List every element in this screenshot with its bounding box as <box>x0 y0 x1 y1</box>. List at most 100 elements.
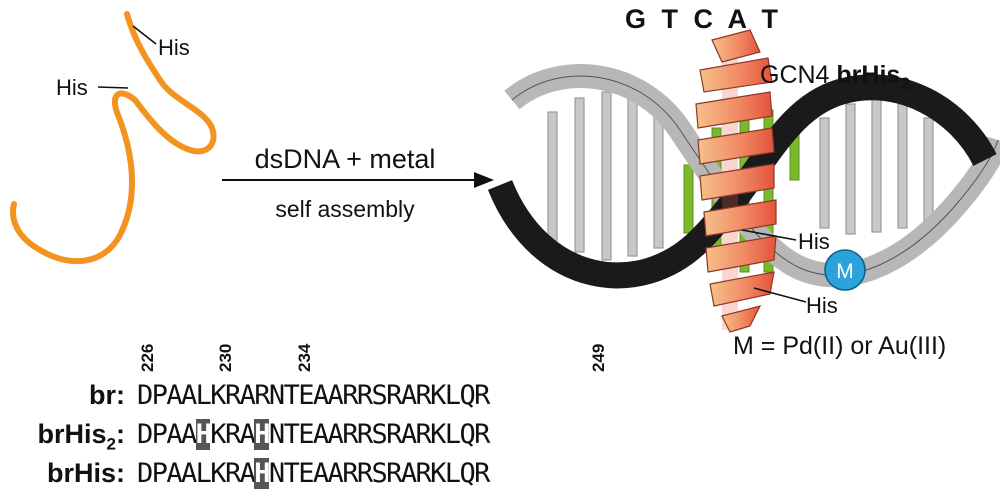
residue: R <box>386 380 402 411</box>
residue: A <box>180 380 197 411</box>
residue: E <box>298 380 314 411</box>
arrow-top-label: dsDNA + metal <box>255 144 436 174</box>
residue: L <box>444 419 461 450</box>
residue: K <box>210 458 226 489</box>
protein-label-sub: 2 <box>900 74 909 93</box>
residue: A <box>400 380 417 411</box>
residue: R <box>356 419 373 450</box>
residue: R <box>224 419 241 450</box>
residue: D <box>137 419 153 450</box>
residue: K <box>430 380 446 411</box>
residue: Q <box>459 380 475 411</box>
residue: S <box>371 419 388 450</box>
arrow-head <box>474 172 494 188</box>
residue: A <box>400 458 417 489</box>
residue: K <box>210 419 226 450</box>
sequence-letters-brhis: DPAALKRAHNTEAARRSRARKLQR <box>137 458 490 489</box>
residue: L <box>195 458 212 489</box>
residue: R <box>342 458 358 489</box>
residue: N <box>268 419 285 450</box>
protein-label-main: GCN4 <box>760 61 836 89</box>
residue: R <box>342 380 358 411</box>
residue: A <box>327 419 344 450</box>
dna-rungs-grey <box>547 91 934 261</box>
residue-number-249: 249 <box>589 343 608 372</box>
residue-highlight: H <box>195 419 212 450</box>
residue: E <box>298 458 314 489</box>
residue: R <box>254 380 270 411</box>
residue: A <box>239 458 256 489</box>
residue: R <box>415 380 431 411</box>
residue: D <box>137 458 153 489</box>
residue: A <box>312 380 329 411</box>
metal-circle <box>824 249 866 291</box>
residue: Q <box>459 419 475 450</box>
sequence-letters-brhis2: DPAAHKRAHNTEAARRSRARKLQR <box>137 419 490 450</box>
protein-label-bold: brHis <box>836 61 900 89</box>
dna-backbone-grey-edge <box>511 75 999 276</box>
residue: R <box>224 458 241 489</box>
peptide-his-lower: His <box>56 75 88 100</box>
residue: P <box>151 458 168 489</box>
helix-his-pointer-lower <box>753 287 807 303</box>
residue-highlight: H <box>254 419 270 450</box>
residue: P <box>151 419 168 450</box>
residue: L <box>195 380 212 411</box>
residue: R <box>386 458 402 489</box>
his-pointer-upper <box>132 25 157 45</box>
sequence-letters-br: DPAALKRARNTEAARRSRARKLQR <box>137 380 490 411</box>
residue: A <box>239 419 256 450</box>
residue: A <box>180 419 197 450</box>
residue: N <box>268 458 285 489</box>
his-pointer-lower <box>97 86 129 89</box>
sequence-name-brhis2: brHis2: <box>37 419 126 454</box>
metal-legend: M = Pd(II) or Au(III) <box>733 332 946 360</box>
residue: A <box>239 380 256 411</box>
residue: K <box>430 458 446 489</box>
residue: R <box>474 419 490 450</box>
residue-number-234: 234 <box>295 343 314 372</box>
residue: P <box>151 380 168 411</box>
residue: Q <box>459 458 475 489</box>
residue: R <box>356 458 373 489</box>
gcn4-alpha-helix: His His <box>695 29 838 333</box>
residue: A <box>312 419 329 450</box>
residue: D <box>137 380 153 411</box>
residue: T <box>283 458 300 489</box>
reaction-arrow: dsDNA + metal self assembly <box>222 144 494 222</box>
residue: R <box>474 380 490 411</box>
residue: L <box>444 458 461 489</box>
residue: N <box>268 380 285 411</box>
residue: A <box>180 458 197 489</box>
residue: S <box>371 458 388 489</box>
metal-letter: M <box>836 260 854 283</box>
dna-sequence-label: G T C A T <box>625 4 782 34</box>
residue: K <box>430 419 446 450</box>
residue: T <box>283 380 300 411</box>
residue: A <box>166 380 182 411</box>
residue: A <box>312 458 329 489</box>
residue: S <box>371 380 388 411</box>
residue-highlight: H <box>254 458 270 489</box>
helix-his-pointer-upper <box>741 229 797 241</box>
helix-his-upper: His <box>798 229 830 254</box>
residue: R <box>342 419 358 450</box>
residue: A <box>327 458 344 489</box>
metal-badge: M <box>824 249 866 291</box>
unfolded-peptide: His His <box>10 11 217 265</box>
peptide-strand <box>10 11 217 265</box>
residue: R <box>474 458 490 489</box>
peptide-his-upper: His <box>158 35 190 60</box>
residue-number-226: 226 <box>138 343 157 372</box>
residue: R <box>415 419 431 450</box>
residue: R <box>386 419 402 450</box>
residue: A <box>166 419 182 450</box>
residue: A <box>327 380 344 411</box>
sequence-name-brhis: brHis: <box>46 458 125 488</box>
residue: A <box>400 419 417 450</box>
residue: A <box>166 458 182 489</box>
residue: T <box>283 419 300 450</box>
helix-his-lower: His <box>806 293 838 318</box>
sequence-name-br: br: <box>89 380 125 410</box>
